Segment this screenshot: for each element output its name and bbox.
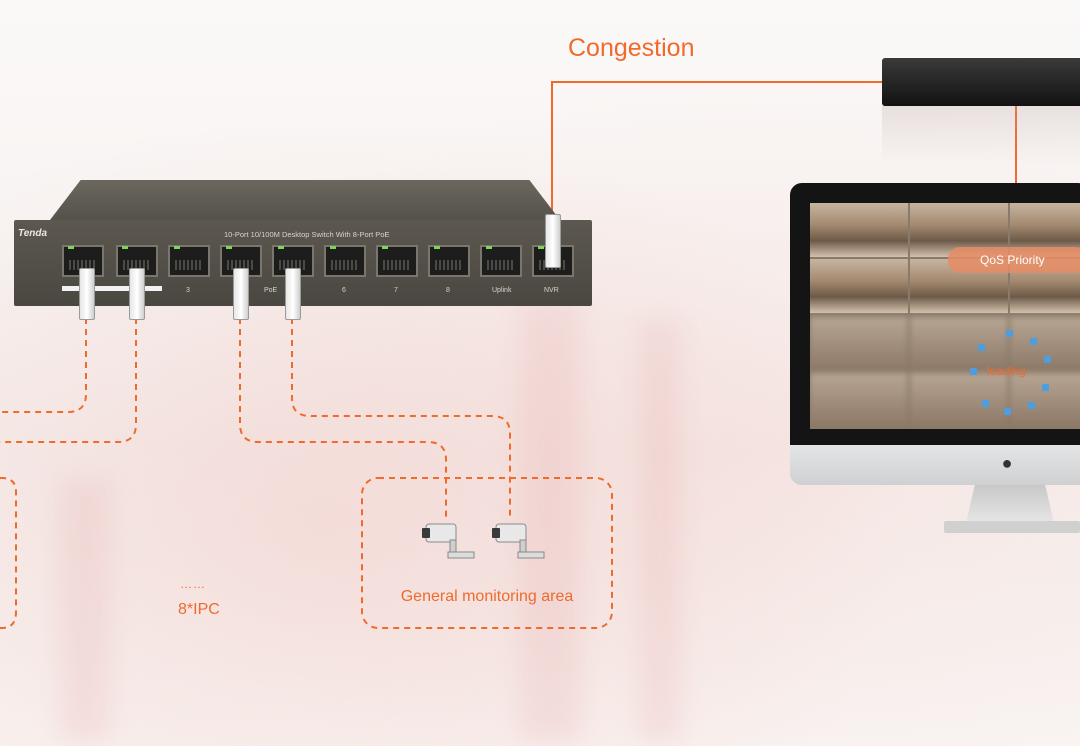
port-led [382,246,388,249]
camera-feed-blurred [810,317,908,371]
loading-spinner-dot [970,368,977,375]
port-led [122,246,128,249]
poe-highlight-bar [62,286,162,291]
port-led [538,246,544,249]
poe-switch: Tenda 10-Port 10/100M Desktop Switch Wit… [14,180,592,306]
nvr-uplink-line [551,81,890,218]
loading-label: loading [987,364,1026,378]
port-led [226,246,232,249]
apple-logo-icon: ● [1001,453,1013,473]
switch-model-text: 10-Port 10/100M Desktop Switch With 8-Po… [224,230,390,239]
loading-spinner-dot [1042,384,1049,391]
camera-feed-clear [810,259,908,313]
camera-feed-blurred [910,373,1008,427]
camera-feed-clear [810,203,908,257]
congestion-label: Congestion [568,34,695,62]
ethernet-plug-icon [129,268,145,320]
switch-port [168,245,210,277]
loading-spinner-dot [1006,330,1013,337]
general-monitoring-area-label: General monitoring area [400,588,574,605]
port-label: 8 [446,287,450,294]
loading-spinner-dot [982,400,989,407]
ethernet-plug-icon [233,268,249,320]
camera-feed-blurred [810,373,908,427]
port-label: 6 [342,287,346,294]
port-label-nvr: NVR [544,287,559,294]
loading-spinner-dot [1044,356,1051,363]
vip-area-box [0,477,17,629]
ethernet-plug-icon [285,268,301,320]
ethernet-plug-icon [545,214,561,268]
camera-feed-blurred [1010,373,1080,427]
qos-priority-badge: QoS Priority [948,247,1080,273]
monitor-stand [966,485,1054,523]
port-led [434,246,440,249]
background-streak [640,320,680,740]
port-led [68,246,74,249]
loading-spinner-dot [978,344,985,351]
monitor-chin: ● [790,445,1080,485]
cable-path-4 [291,318,511,520]
port-led [278,246,284,249]
camera-feed-blurred [910,317,1008,371]
ipc-count-label: 8*IPC [178,601,220,618]
ethernet-plug-icon [79,268,95,320]
cable-path-3 [239,318,447,520]
port-led [330,246,336,249]
cable-path-1 [0,318,87,413]
switch-port [376,245,418,277]
cctv-camera-icon [422,523,475,559]
port-led [174,246,180,249]
cctv-camera-icon [492,523,545,559]
switch-top-panel [50,180,560,220]
switch-port [324,245,366,277]
switch-port-uplink [480,245,522,277]
nvr-reflection [882,106,1080,166]
loading-spinner-dot [1030,338,1037,345]
switch-port [428,245,470,277]
loading-spinner-dot [1028,402,1035,409]
port-label-uplink: Uplink [492,287,512,294]
monitor: ● [790,183,1080,485]
background-streak [60,480,110,740]
general-monitoring-area-box [361,477,613,629]
loading-spinner-dot [1004,408,1011,415]
nvr-device [882,58,1080,106]
monitor-bezel [790,183,1080,445]
monitor-screen [810,203,1080,429]
port-label: 3 [186,287,190,294]
background-streak [520,300,580,740]
switch-brand: Tenda [18,228,48,239]
port-label-poe: PoE [264,287,278,294]
port-label: 7 [394,287,398,294]
monitor-stand-base [944,521,1080,533]
ipc-ellipsis: …… [180,577,206,591]
port-led [486,246,492,249]
cable-path-2 [0,318,137,443]
